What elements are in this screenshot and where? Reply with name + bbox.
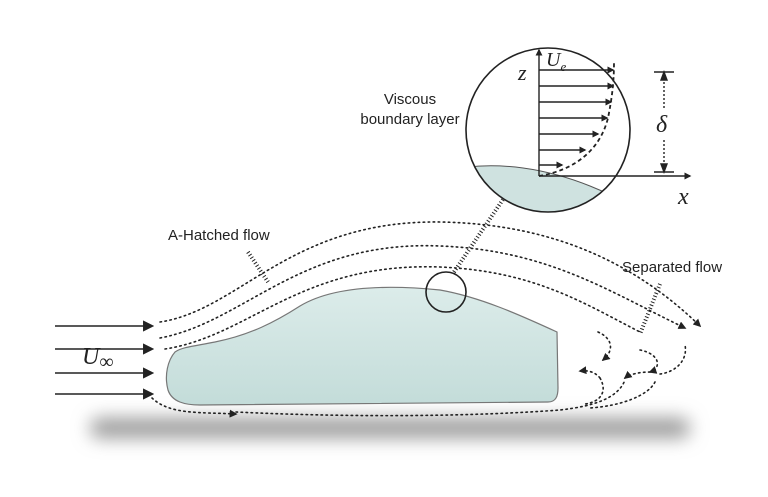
freestream-velocity-label: U∞ [82,344,114,373]
inset-surface [466,165,630,212]
z-axis-label: z [517,60,527,85]
inset-circle [465,47,631,213]
magnify-spot [425,271,467,313]
thickness-label: δ [656,112,668,138]
attached-flow-leader [246,250,270,284]
attached-streamlines [151,221,702,418]
separated-flow-label: Separated flow [622,259,722,276]
body-shape [165,286,559,406]
attached-flow-label: A-Hatched flow [168,227,270,244]
thickness-indicator [654,70,674,174]
viscous-label-line1: Viscous [384,91,436,108]
viscous-label-line2: boundary layer [360,111,459,128]
separated-flow-curls [578,331,687,409]
edge-velocity-label: Ue [546,49,566,74]
ground-shadow [90,418,690,438]
velocity-profile [535,48,692,180]
freestream-arrows [55,320,155,400]
separated-flow-leader [638,283,662,335]
magnify-connector [452,196,506,274]
profile-curve [538,61,615,177]
x-axis-label: x [677,184,689,210]
